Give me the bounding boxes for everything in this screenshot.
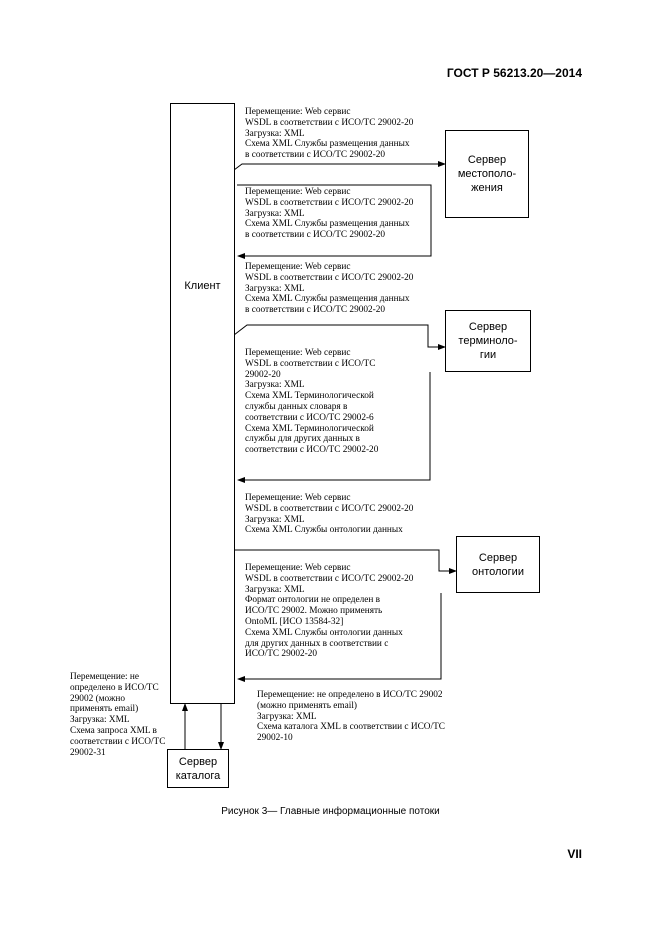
flow-note-6: Перемещение: Web сервис WSDL в соответст…: [245, 563, 413, 660]
figure-caption: Рисунок 3— Главные информационные потоки: [221, 806, 440, 817]
note-line: Перемещение: Web сервис: [245, 493, 351, 503]
flow-note-5: Перемещение: Web сервис WSDL в соответст…: [245, 493, 413, 536]
flow-note-4: Перемещение: Web сервис WSDL в соответст…: [245, 348, 378, 456]
flow-arrow-ontology-to-client: [237, 593, 442, 682]
note-line: в соответствии с ИСО/ТС 29002-20: [245, 305, 386, 316]
note-line: 29002 (можно: [70, 693, 126, 704]
flow-note-3: Перемещение: Web сервис WSDL в соответст…: [245, 262, 413, 316]
note-line: Схема XML Терминологической: [245, 391, 374, 402]
note-line: Загрузка: XML: [245, 128, 305, 139]
ontology-server-label-line1: Сервер: [478, 551, 518, 564]
location-server-label-line3: жения: [471, 182, 503, 194]
note-line: службы для других данных в: [245, 434, 360, 445]
location-server-label-line1: Сервер: [467, 154, 507, 166]
flow-arrow-client-to-terminology: [233, 324, 446, 350]
note-line: Загрузка: XML: [257, 711, 317, 722]
note-line: в соответствии с ИСО/ТС 29002-20: [245, 150, 386, 161]
client-box: Клиент: [170, 103, 235, 704]
note-line: Схема каталога XML в соответствии с ИСО/…: [257, 722, 445, 733]
note-line: в соответствии с ИСО/ТС 29002-20: [245, 230, 386, 241]
note-line: Перемещение: Web сервис: [245, 262, 351, 272]
page-number: VII: [567, 847, 582, 861]
catalog-server-box: Сервер каталога: [167, 749, 229, 788]
ontology-server-box: Сервер онтологии: [456, 536, 540, 593]
note-line: WSDL в соответствии с ИСО/ТС 29002-20: [245, 197, 414, 208]
note-line: WSDL в соответствии с ИСО/ТС: [245, 358, 376, 369]
note-line: Загрузка: XML: [245, 208, 305, 219]
client-label: Клиент: [184, 280, 221, 292]
note-line: для других данных в соответствии с: [245, 638, 389, 649]
note-line: WSDL в соответствии с ИСО/ТС 29002-20: [245, 573, 414, 584]
note-line: соответствии с ИСО/ТС 29002-20: [245, 445, 379, 456]
terminology-server-label-line3: гии: [479, 349, 497, 361]
note-line: соответствии с ИСО/ТС 29002-6: [245, 412, 374, 423]
note-line: применять email): [70, 704, 139, 715]
note-line: Схема XML Службы онтологии данных: [245, 525, 403, 536]
note-line: Загрузка: XML: [245, 283, 305, 294]
note-line: Схема XML Службы размещения данных: [245, 139, 410, 150]
note-line: Загрузка: XML: [245, 514, 305, 525]
note-line: (можно применять email): [257, 700, 358, 711]
note-line: ИСО/ТС 29002. Можно применять: [245, 606, 383, 617]
note-line: Схема запроса XML в: [70, 725, 157, 736]
note-line: WSDL в соответствии с ИСО/ТС 29002-20: [245, 117, 414, 128]
note-line: Формат онтологии не определен в: [245, 595, 381, 606]
note-line: Перемещение: Web сервис: [245, 563, 351, 573]
location-server-label-line2: местополо-: [457, 168, 517, 180]
note-line: Схема XML Службы размещения данных: [245, 219, 410, 230]
note-line: OntoML [ИСО 13584-32]: [245, 616, 344, 627]
ontology-server-label-line2: онтологии: [472, 565, 524, 578]
location-server-box: Сервер местополо- жения: [445, 130, 529, 218]
note-line: Перемещение: Web сервис: [245, 348, 351, 358]
catalog-server-label-line2: каталога: [175, 769, 221, 782]
note-line: Перемещение: не: [70, 672, 139, 682]
note-line: соответствии с ИСО/ТС: [70, 736, 166, 747]
flow-arrow-client-to-location: [233, 161, 446, 171]
note-line: Схема XML Службы онтологии данных: [245, 627, 403, 638]
note-line: определено в ИСО/ТС: [70, 682, 159, 693]
terminology-server-label-line2: терминоло-: [458, 335, 518, 347]
flow-arrow-client-to-ontology: [234, 549, 457, 574]
note-line: Загрузка: XML: [70, 715, 130, 726]
note-line: 29002-10: [257, 733, 293, 744]
note-line: Загрузка: XML: [245, 584, 305, 595]
note-line: 29002-31: [70, 747, 106, 758]
note-line: Схема XML Терминологической: [245, 423, 374, 434]
note-line: Схема XML Службы размещения данных: [245, 294, 410, 305]
terminology-server-label-line1: Сервер: [468, 321, 508, 333]
document-code-header: ГОСТ Р 56213.20—2014: [446, 66, 582, 80]
note-line: WSDL в соответствии с ИСО/ТС 29002-20: [245, 272, 414, 283]
note-line: Перемещение: Web сервис: [245, 107, 351, 117]
flow-arrow-location-to-client: [237, 184, 432, 259]
note-line: Загрузка: XML: [245, 380, 305, 391]
note-line: Перемещение: Web сервис: [245, 187, 351, 197]
note-line: Перемещение: не определено в ИСО/ТС 2900…: [257, 690, 443, 700]
note-line: 29002-20: [245, 369, 281, 380]
flow-note-2: Перемещение: Web сервис WSDL в соответст…: [245, 187, 413, 241]
note-line: WSDL в соответствии с ИСО/ТС 29002-20: [245, 503, 414, 514]
note-line: ИСО/ТС 29002-20: [245, 649, 318, 660]
flow-note-catalog-request: Перемещение: не определено в ИСО/ТС 2900…: [70, 672, 165, 758]
note-line: службы данных словаря в: [245, 401, 348, 412]
flow-note-1: Перемещение: Web сервис WSDL в соответст…: [245, 107, 413, 161]
flow-note-catalog-response: Перемещение: не определено в ИСО/ТС 2900…: [257, 690, 445, 744]
flow-arrow-terminology-to-client: [237, 372, 431, 483]
catalog-server-label-line1: Сервер: [178, 755, 218, 768]
terminology-server-box: Сервер терминоло- гии: [445, 310, 531, 372]
